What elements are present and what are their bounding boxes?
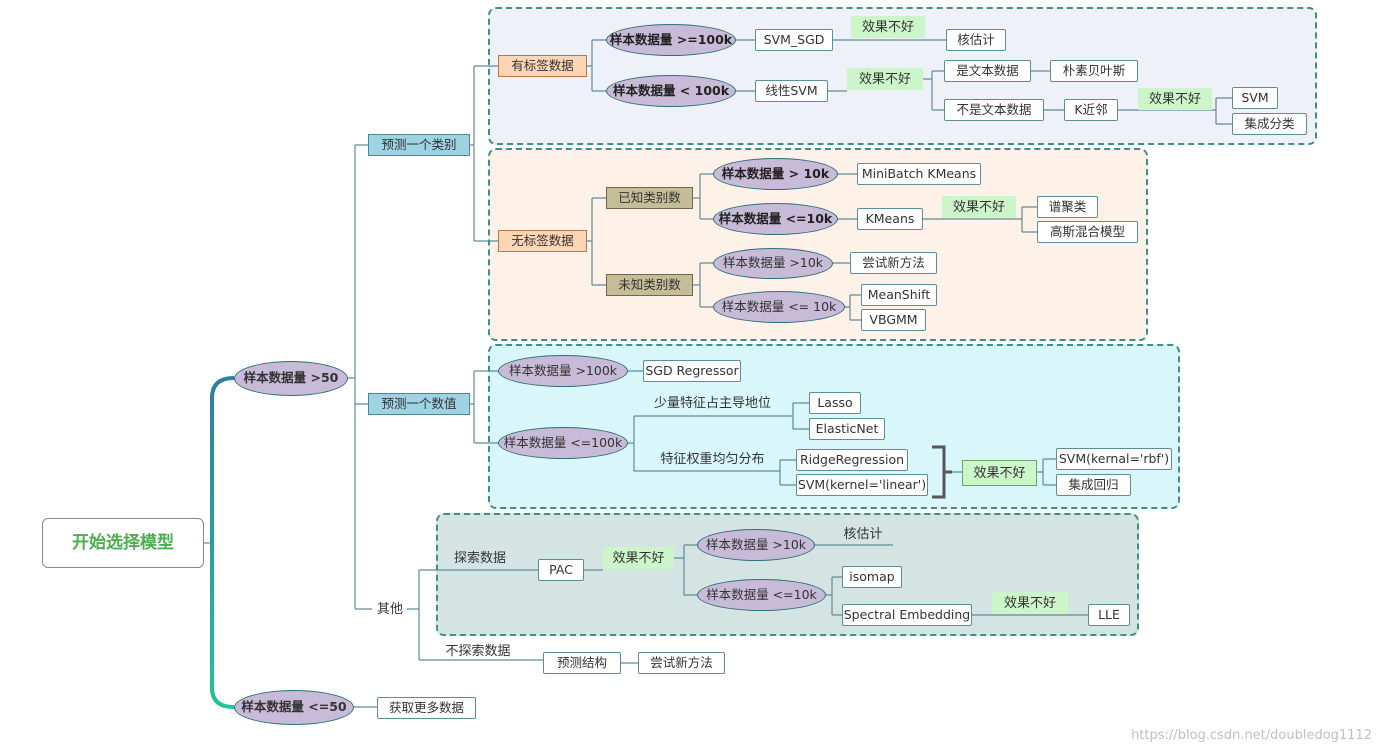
predict-structure-node[interactable]: 预测结构 [543,652,621,674]
explore-data-label: 探索数据 [453,550,506,566]
not-good-label-5: 效果不好 [962,460,1037,486]
knn-node[interactable]: K近邻 [1064,99,1118,121]
other-le10k-node[interactable]: 样本数据量 <=10k [697,579,826,611]
not-good-label-4: 效果不好 [942,196,1016,218]
svm-rbf-node[interactable]: SVM(kernal='rbf') [1056,448,1172,470]
more-data-node[interactable]: 获取更多数据 [377,697,476,719]
unknown-classes-node[interactable]: 未知类别数 [606,274,693,296]
minibatch-kmeans-node[interactable]: MiniBatch KMeans [857,163,981,185]
try-new-method-node-2[interactable]: 尝试新方法 [638,652,725,674]
labeled-data-node[interactable]: 有标签数据 [498,55,587,77]
no-explore-label: 不探索数据 [445,643,511,659]
try-new-method-node-1[interactable]: 尝试新方法 [850,252,937,274]
not-good-label-1: 效果不好 [851,16,925,38]
few-features-label: 少量特征占主导地位 [653,395,771,411]
kernel-estimate-label: 核估计 [843,526,883,542]
svm-linear-node[interactable]: SVM(kernel='linear') [796,474,928,496]
svm-node[interactable]: SVM [1232,87,1278,109]
ensemble-regress-node[interactable]: 集成回归 [1056,474,1131,496]
labeled-ge100k-node[interactable]: 样本数据量 >=100k [606,24,736,56]
spectral-embedding-node[interactable]: Spectral Embedding [842,604,972,626]
other-node[interactable]: 其他 [376,601,403,617]
ensemble-classify-node[interactable]: 集成分类 [1232,113,1307,135]
not-good-label-2: 效果不好 [847,68,923,90]
predict-value-node[interactable]: 预测一个数值 [368,393,470,415]
svm-sgd-node[interactable]: SVM_SGD [755,29,833,51]
meanshift-node[interactable]: MeanShift [861,284,937,306]
spectral-cluster-node[interactable]: 谱聚类 [1037,196,1098,218]
isomap-node[interactable]: isomap [842,566,902,588]
watermark: https://blog.csdn.net/doubledog1112 [1131,728,1372,743]
lasso-node[interactable]: Lasso [809,392,861,414]
n50-gt-node[interactable]: 样本数据量 >50 [234,361,348,396]
even-weight-label: 特征权重均匀分布 [660,451,765,467]
known-gt10k-node[interactable]: 样本数据量 > 10k [713,158,838,190]
is-text-node[interactable]: 是文本数据 [944,60,1031,82]
ridge-regression-node[interactable]: RidgeRegression [796,449,908,471]
kernel-estimate-node[interactable]: 核估计 [946,29,1006,51]
not-good-label-3: 效果不好 [1138,88,1212,110]
unlabeled-data-node[interactable]: 无标签数据 [498,230,587,252]
n50-le-node[interactable]: 样本数据量 <=50 [234,690,354,725]
sgd-regressor-node[interactable]: SGD Regressor [643,360,741,382]
known-classes-node[interactable]: 已知类别数 [606,187,693,209]
not-text-node[interactable]: 不是文本数据 [944,99,1044,121]
vbgmm-node[interactable]: VBGMM [861,309,926,331]
root-node[interactable]: 开始选择模型 [42,518,204,568]
not-good-label-7: 效果不好 [992,592,1068,614]
unknown-gt10k-node[interactable]: 样本数据量 >10k [713,248,833,279]
labeled-lt100k-node[interactable]: 样本数据量 < 100k [606,75,736,107]
lle-node[interactable]: LLE [1088,604,1130,626]
kmeans-node[interactable]: KMeans [857,208,923,230]
predict-class-node[interactable]: 预测一个类别 [368,134,470,156]
unknown-le10k-node[interactable]: 样本数据量 <= 10k [713,291,845,323]
reg-le100k-node[interactable]: 样本数据量 <=100k [498,427,628,459]
linear-svm-node[interactable]: 线性SVM [755,80,828,102]
known-le10k-node[interactable]: 样本数据量 <=10k [713,203,838,235]
elasticnet-node[interactable]: ElasticNet [809,418,885,440]
other-gt10k-node[interactable]: 样本数据量 >10k [697,529,815,561]
gmm-node[interactable]: 高斯混合模型 [1037,221,1138,243]
not-good-label-6: 效果不好 [603,547,674,569]
pac-node[interactable]: PAC [538,559,584,581]
reg-gt100k-node[interactable]: 样本数据量 >100k [498,355,628,387]
naive-bayes-node[interactable]: 朴素贝叶斯 [1050,60,1138,82]
